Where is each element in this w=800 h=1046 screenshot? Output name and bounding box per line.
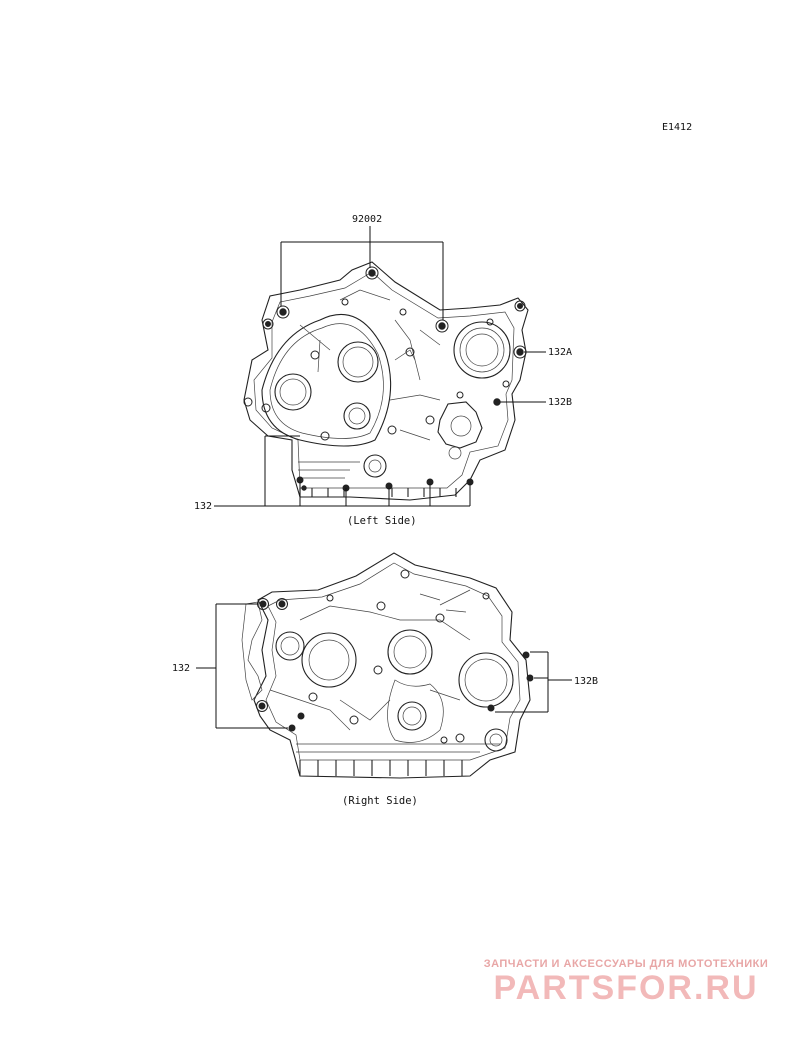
right-side-crankcase: 132 132B (Right Side)	[172, 552, 598, 807]
label-132b-right: 132B	[574, 676, 598, 687]
watermark-logo: PARTSFOR.RU	[493, 969, 759, 1007]
right-callouts	[196, 603, 572, 729]
left-callouts	[214, 226, 546, 507]
label-132-right: 132	[172, 663, 190, 674]
caption-right-side: (Right Side)	[342, 795, 418, 807]
right-bolts	[256, 569, 534, 744]
label-132b-left: 132B	[548, 397, 572, 408]
left-side-crankcase: 92002 132A 132B 132 (Left Side)	[194, 214, 572, 527]
watermark: ЗАПЧАСТИ И АКСЕССУАРЫ ДЛЯ МОТОТЕХНИКИ PA…	[466, 958, 786, 1006]
watermark-subtitle: ЗАПЧАСТИ И АКСЕССУАРЫ ДЛЯ МОТОТЕХНИКИ	[483, 958, 769, 970]
caption-left-side: (Left Side)	[347, 515, 417, 527]
label-92002: 92002	[352, 214, 382, 225]
label-132-left: 132	[194, 501, 212, 512]
label-132a: 132A	[548, 347, 572, 358]
figure-code: E1412	[662, 122, 692, 133]
